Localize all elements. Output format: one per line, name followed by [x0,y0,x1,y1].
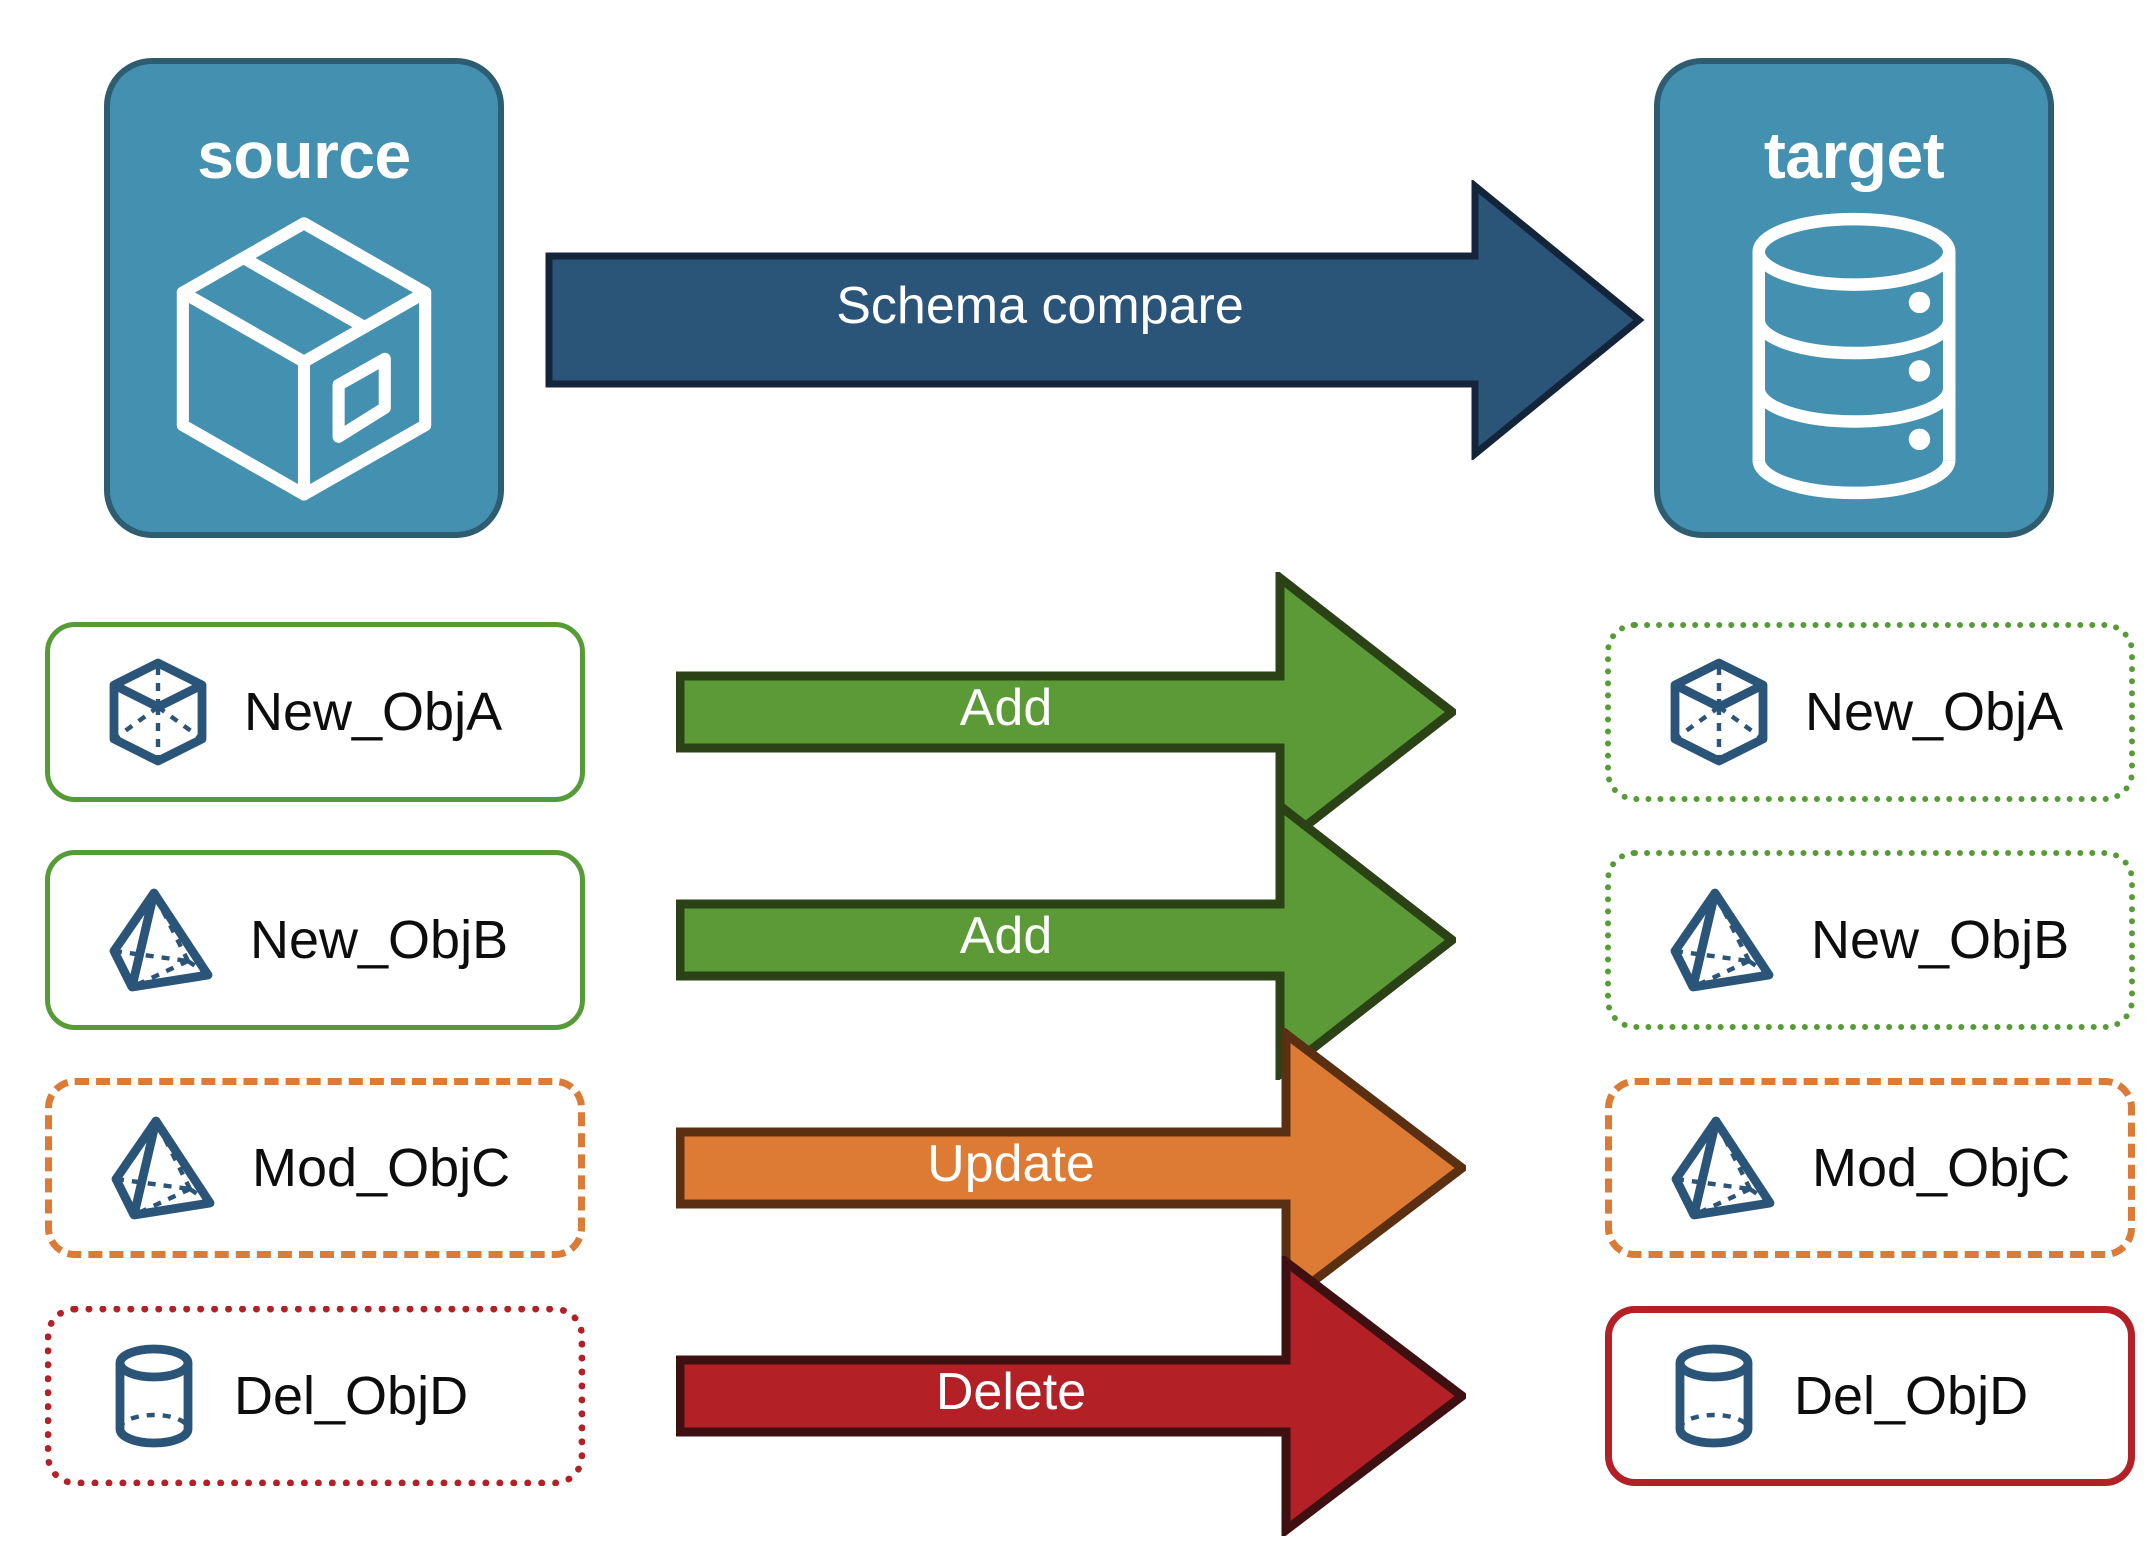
object-row: New_ObjA Add Ne [0,572,2150,852]
wireframe-pyramid-icon [1668,1113,1778,1223]
database-cylinder-icon [1729,206,1979,506]
source-endpoint-card: source [104,58,504,538]
source-object-label: Del_ObjD [234,1366,469,1426]
target-object-card[interactable]: New_ObjA [1605,622,2135,802]
object-row: Mod_ObjC Update [0,1028,2150,1308]
action-arrow-delete: Delete [676,1256,1466,1536]
action-arrow-label: Add [959,907,1053,965]
source-object-card[interactable]: Del_ObjD [45,1306,585,1486]
action-arrow-label: Add [959,679,1053,737]
target-object-label: Mod_ObjC [1812,1138,2071,1198]
source-object-label: Mod_ObjC [252,1138,511,1198]
object-row: Del_ObjD Delete Del_ObjD [0,1256,2150,1536]
target-object-label: Del_ObjD [1794,1366,2029,1426]
action-arrow-label: Update [927,1135,1095,1193]
target-object-card[interactable]: New_ObjB [1605,850,2135,1030]
action-arrow-add: Add [676,800,1456,1080]
source-title: source [197,118,411,192]
schema-compare-label: Schema compare [836,277,1244,335]
wireframe-pyramid-icon [1667,885,1777,995]
schema-compare-arrow: Schema compare [545,180,1645,460]
wireframe-pyramid-icon [108,1113,218,1223]
object-row: New_ObjB Add Ne [0,800,2150,1080]
wireframe-cylinder-icon [1668,1341,1760,1451]
action-arrow-label: Delete [935,1363,1087,1421]
source-object-card[interactable]: Mod_ObjC [45,1078,585,1258]
wireframe-cube-icon [1667,657,1771,767]
target-object-card[interactable]: Del_ObjD [1605,1306,2135,1486]
target-object-label: New_ObjB [1811,910,2070,970]
wireframe-cylinder-icon [108,1341,200,1451]
target-object-label: New_ObjA [1805,682,2064,742]
target-object-card[interactable]: Mod_ObjC [1605,1078,2135,1258]
wireframe-cube-icon [106,657,210,767]
source-object-label: New_ObjA [244,682,503,742]
source-object-label: New_ObjB [250,910,509,970]
package-box-icon [159,206,449,506]
source-object-card[interactable]: New_ObjA [45,622,585,802]
action-arrow-update: Update [676,1028,1466,1308]
wireframe-pyramid-icon [106,885,216,995]
action-arrow-add: Add [676,572,1456,852]
target-endpoint-card: target [1654,58,2054,538]
target-title: target [1763,118,1945,192]
source-object-card[interactable]: New_ObjB [45,850,585,1030]
